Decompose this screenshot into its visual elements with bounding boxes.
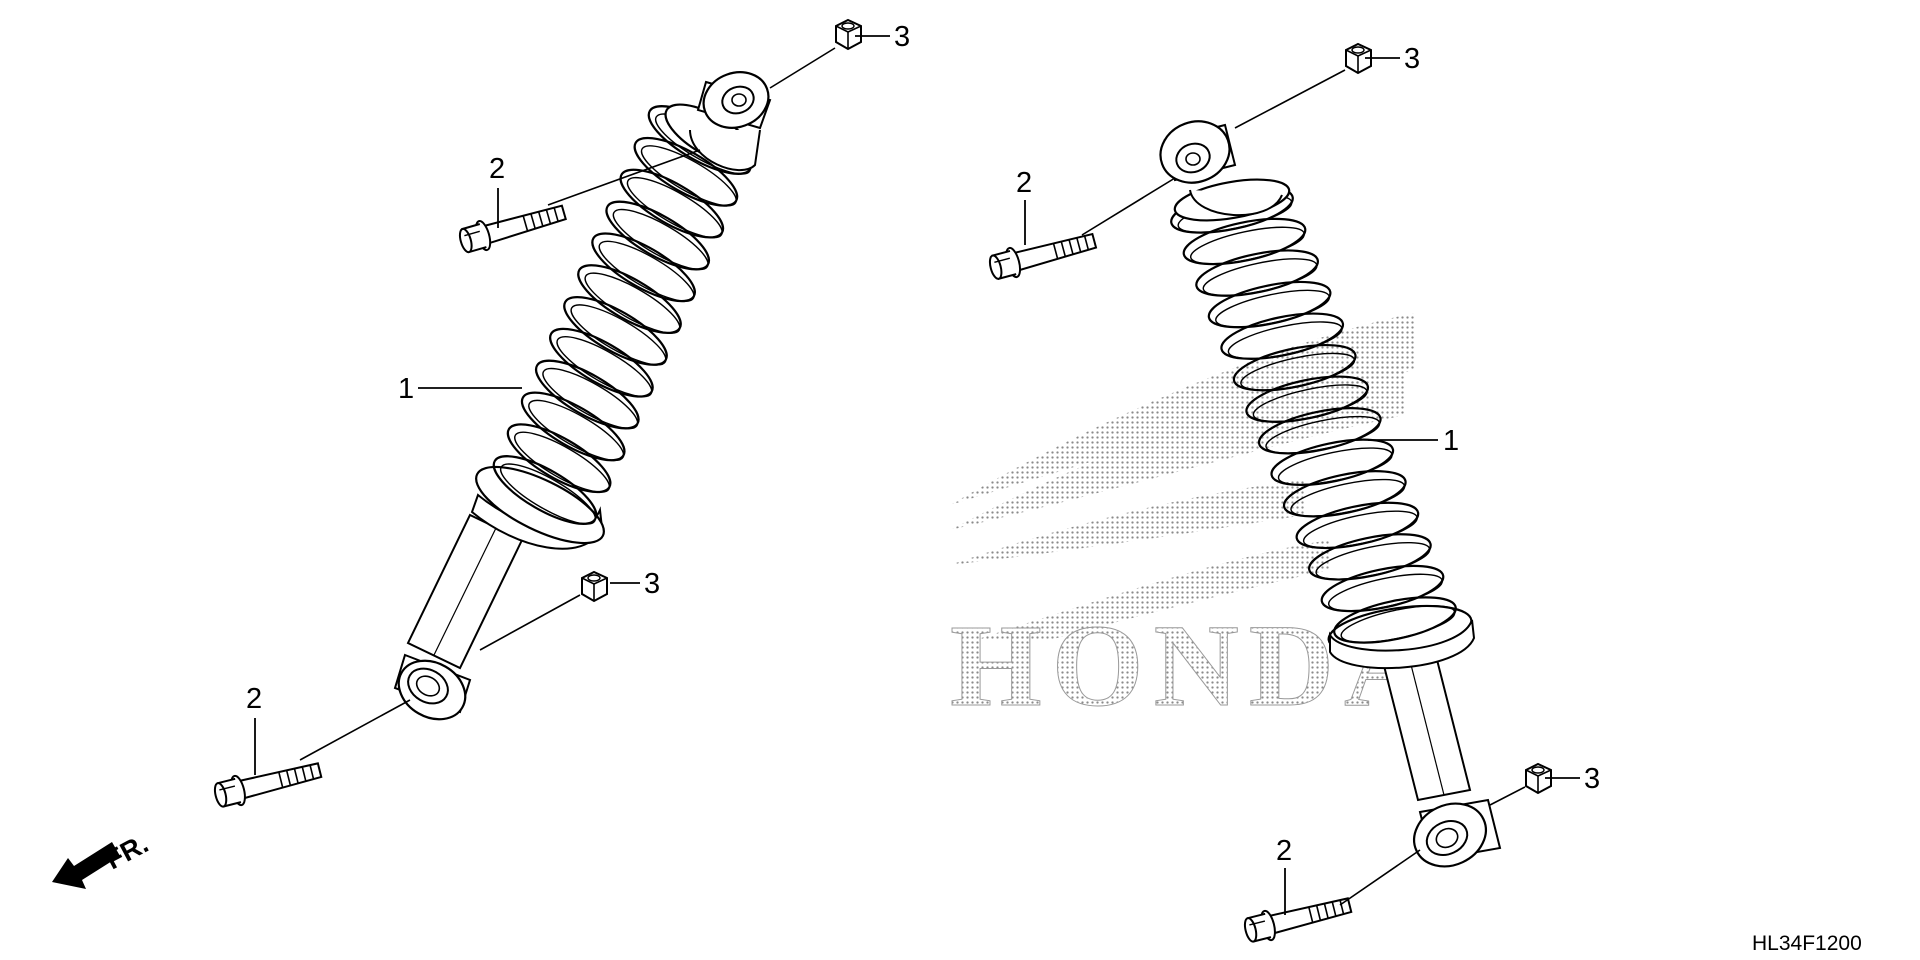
right-top-leader-bolt xyxy=(1081,177,1176,236)
spring-coil-inner xyxy=(1277,447,1393,486)
left-bottom-leader-nut xyxy=(479,594,581,651)
callout-right-top-nut: 3 xyxy=(1404,43,1420,75)
left-shock-absorber xyxy=(393,71,772,721)
spring-coil-inner xyxy=(514,431,611,493)
callout-right-bottom-bolt: 2 xyxy=(1276,835,1292,867)
spring-coil-inner xyxy=(1240,352,1356,391)
callout-leaders xyxy=(254,35,1580,915)
callout-left-shock: 1 xyxy=(398,373,414,405)
right-shock-absorber xyxy=(1159,120,1502,868)
right-top-leader-nut xyxy=(1234,69,1346,129)
spring-coil-inner xyxy=(1252,384,1368,423)
spring-coil-inner xyxy=(1265,415,1381,454)
left-top-leader-bolt xyxy=(547,149,701,206)
right-bottom-leader-nut xyxy=(1489,786,1526,806)
callout-right-top-bolt: 2 xyxy=(1016,167,1032,199)
spring-coil-inner xyxy=(499,463,597,525)
spring-coil-inner xyxy=(640,145,737,207)
diagram-code: HL34F1200 xyxy=(1752,932,1862,955)
right-bottom-leader-bolt xyxy=(1339,849,1421,906)
callout-left-top-bolt: 2 xyxy=(489,153,505,185)
callout-right-bottom-nut: 3 xyxy=(1584,763,1600,795)
left-bottom-nut xyxy=(581,571,608,602)
callout-right-shock: 1 xyxy=(1443,425,1459,457)
spring-coil-inner xyxy=(528,399,625,462)
spring-coil-inner xyxy=(542,367,639,430)
spring-coil xyxy=(1207,280,1332,329)
spring-coil-inner xyxy=(626,176,723,239)
callout-left-bottom-nut: 3 xyxy=(644,568,660,600)
left-bottom-leader-bolt xyxy=(299,699,411,761)
left-top-nut xyxy=(835,19,862,50)
spring-coil-inner xyxy=(1227,321,1343,360)
front-indicator-label: FR. xyxy=(101,828,153,875)
spring-coil-inner xyxy=(1215,289,1331,328)
left-bottom-bolt xyxy=(211,754,325,812)
spring-coil-inner xyxy=(1202,258,1318,297)
spring-coil-inner xyxy=(556,336,653,398)
spring-coil-inner xyxy=(1327,573,1444,612)
callout-left-bottom-bolt: 2 xyxy=(246,683,262,715)
spring-coil-inner xyxy=(1315,541,1431,580)
right-bottom-bolt xyxy=(1241,889,1355,947)
spring-coil-inner xyxy=(598,240,695,302)
left-top-leader-nut xyxy=(769,47,836,89)
spring-coil-inner xyxy=(1340,605,1456,643)
callout-left-top-nut: 3 xyxy=(894,21,910,53)
right-top-bolt xyxy=(985,225,1100,284)
spring-coil-inner xyxy=(570,304,667,366)
honda-logo-watermark: HONDA xyxy=(950,313,1430,732)
spring-coil-inner xyxy=(1189,226,1306,265)
spring-coil-inner xyxy=(1302,510,1418,549)
front-direction-arrow xyxy=(52,842,120,889)
spring-coil xyxy=(1195,249,1319,297)
spring-coil-inner xyxy=(612,208,709,271)
left-top-bolt xyxy=(455,196,569,258)
spring-coil-inner xyxy=(1290,478,1406,517)
spring-coil xyxy=(1295,501,1420,550)
spring-coil-inner xyxy=(584,272,681,334)
